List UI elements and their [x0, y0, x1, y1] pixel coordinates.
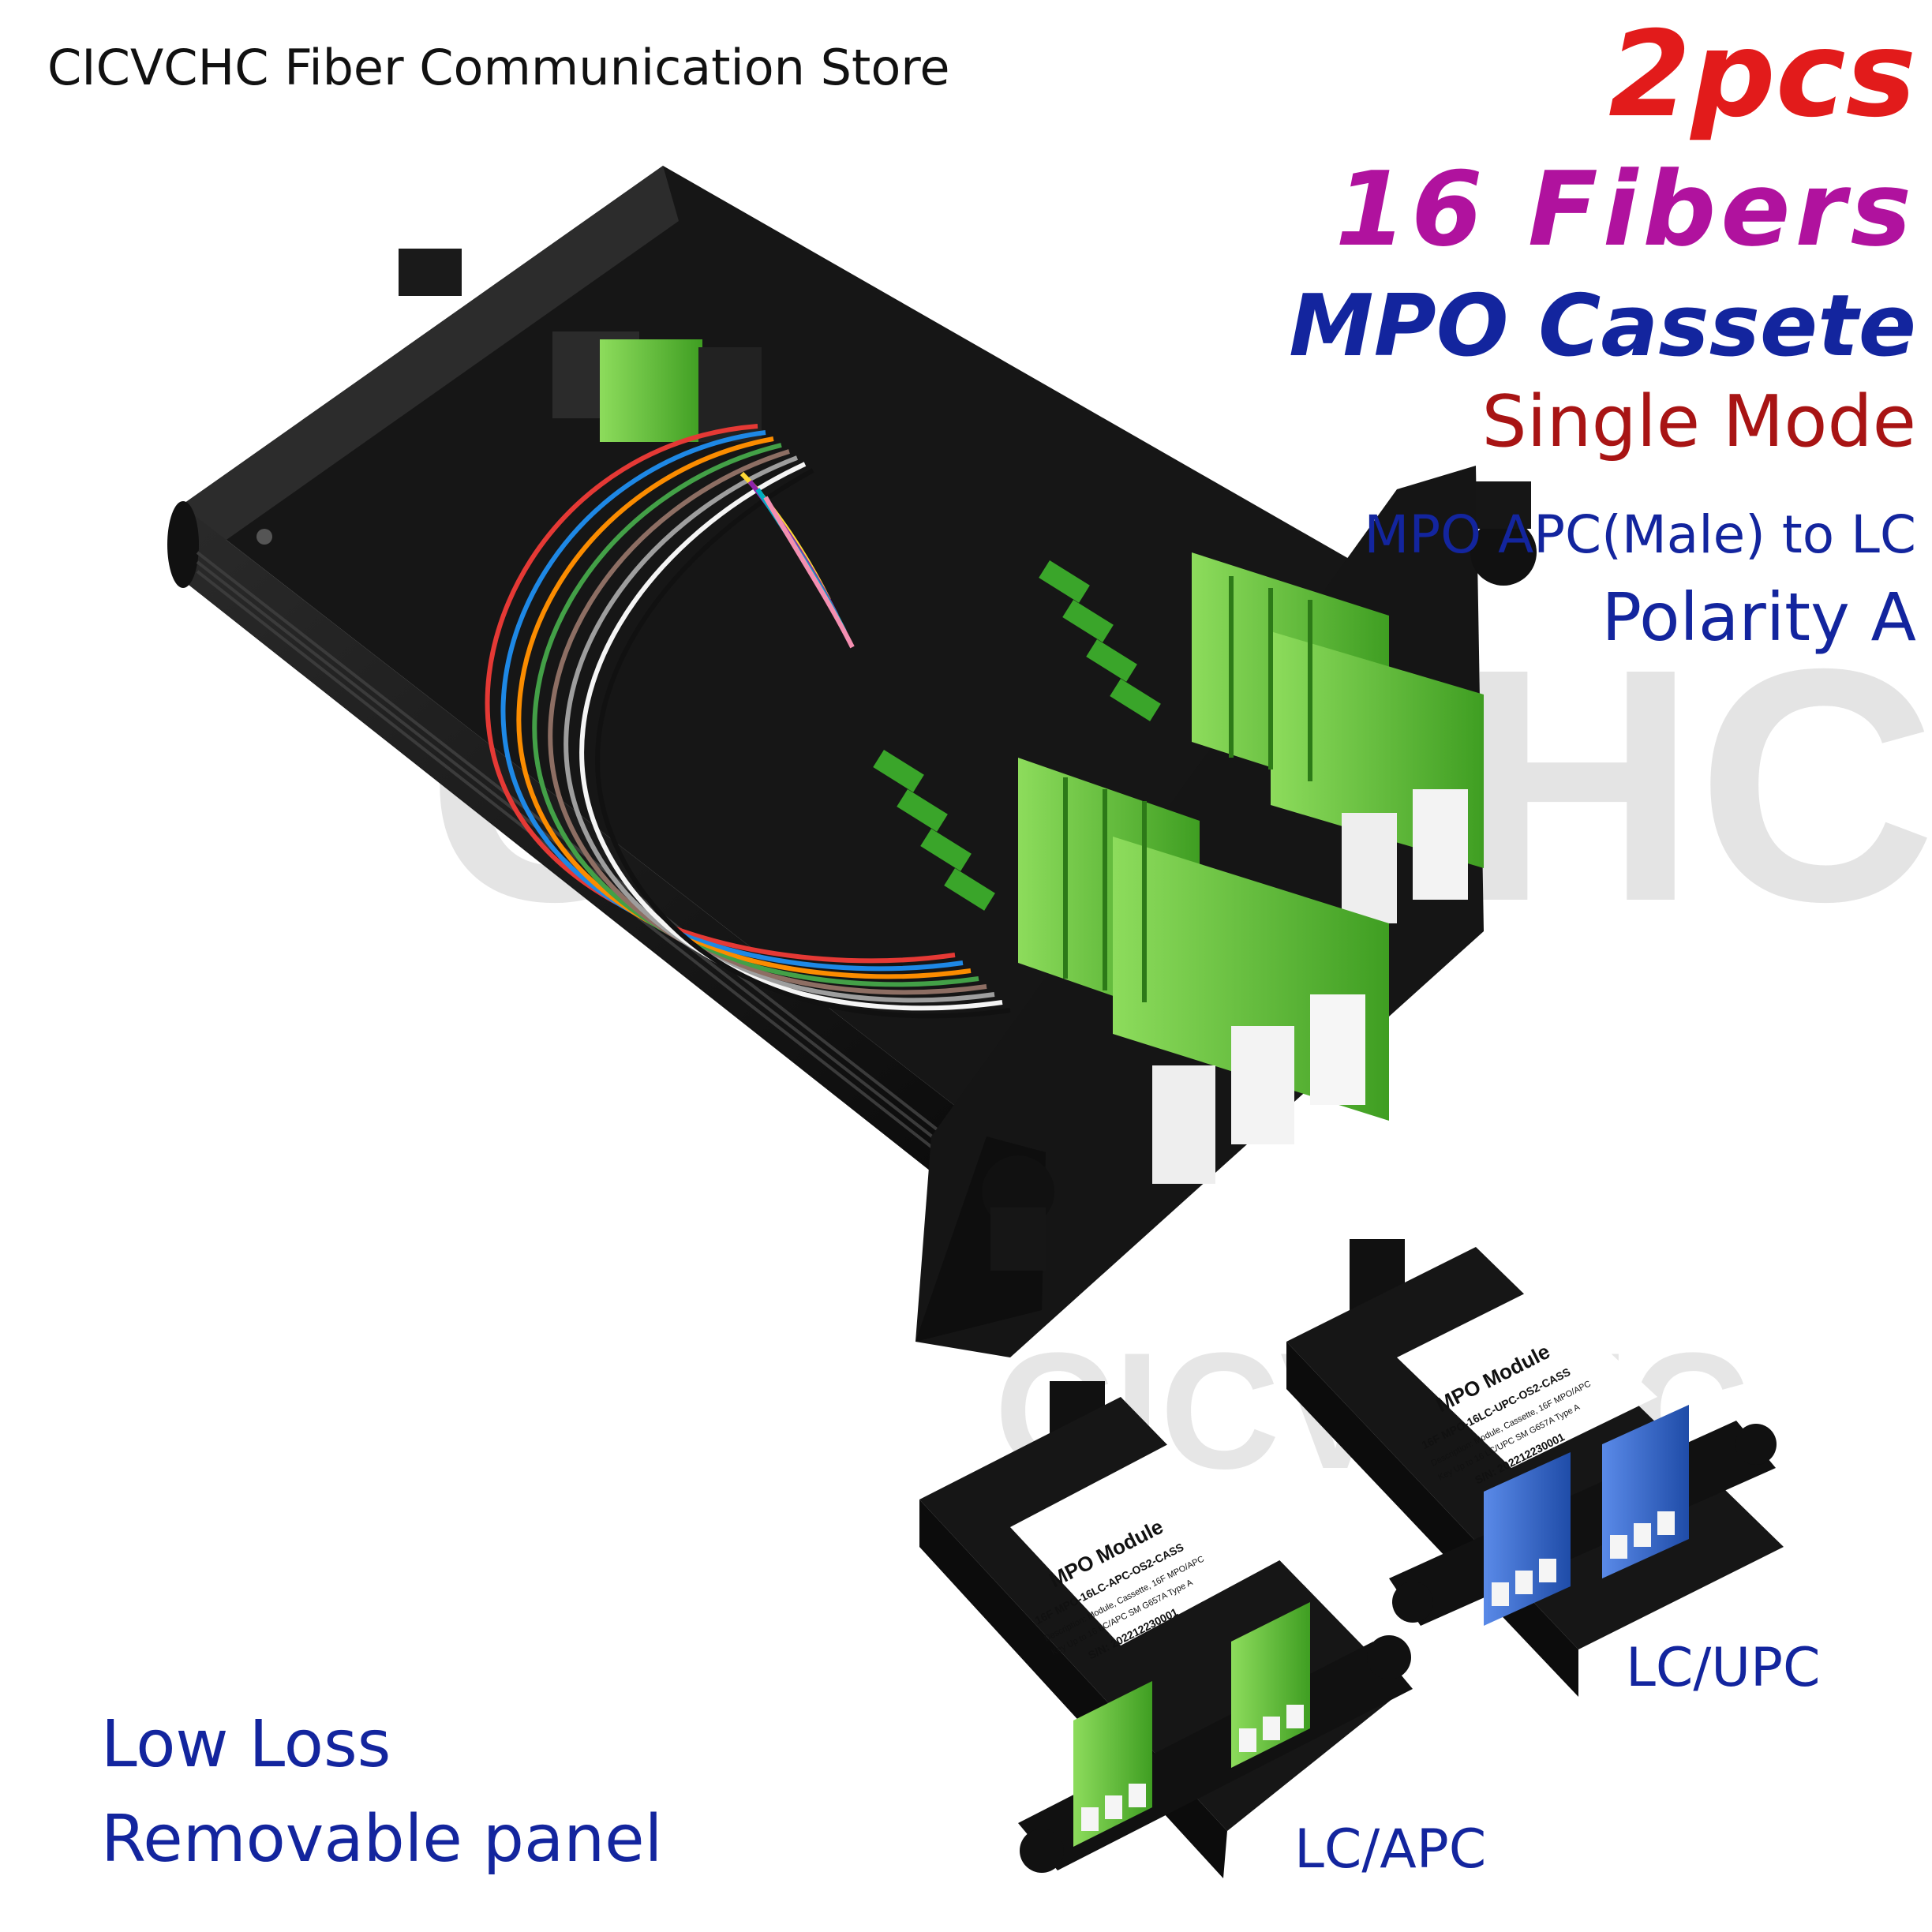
- module-apc: [919, 1381, 1413, 1878]
- variant-label-apc: LC/APC: [1294, 1818, 1487, 1881]
- feature-removable-panel: Removable panel: [101, 1802, 663, 1877]
- fiber-mode: Single Mode: [1481, 380, 1916, 463]
- polarity: Polarity A: [1601, 578, 1916, 656]
- store-name: CICVCHC Fiber Communication Store: [47, 39, 950, 96]
- cassette-corner: [167, 501, 199, 588]
- screw-hole: [256, 529, 272, 545]
- open-cassette: [167, 166, 1537, 1357]
- cassette-back-wall: [182, 166, 679, 560]
- panel-thumbscrews: [982, 481, 1537, 1271]
- fiber-bundle: [485, 424, 1011, 1019]
- module-upc: [1286, 1239, 1784, 1697]
- rear-latch: [399, 249, 462, 296]
- module-apc-ports: [1081, 1705, 1304, 1831]
- variant-label-upc: LC/UPC: [1626, 1637, 1821, 1699]
- adapter-slot-lines: [1063, 576, 1312, 1002]
- lc-adapter-block-upper: [1192, 552, 1484, 923]
- product-type-headline: MPO Cassete: [1289, 277, 1916, 376]
- feature-low-loss: Low Loss: [101, 1707, 391, 1782]
- connector-type: MPO APC(Male) to LC: [1364, 504, 1916, 565]
- fiber-count-headline: 16 Fibers: [1335, 149, 1916, 269]
- module-apc-label: [1010, 1444, 1282, 1646]
- module-upc-ports: [1492, 1511, 1675, 1606]
- quantity-headline: 2pcs: [1608, 6, 1916, 144]
- lc-boots: [873, 560, 1161, 911]
- module-upc-label: [1397, 1286, 1657, 1468]
- mpo-connector: [600, 339, 702, 442]
